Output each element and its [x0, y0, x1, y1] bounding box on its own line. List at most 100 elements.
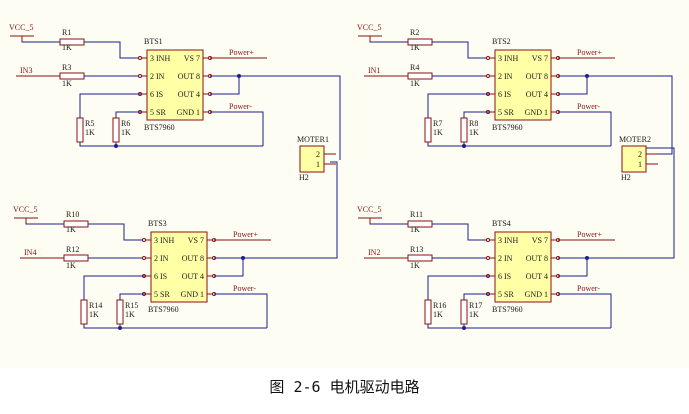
resistor-value: 1K: [85, 128, 95, 137]
resistor-value: 1K: [410, 79, 420, 88]
pin-label-left: 5 SR: [150, 108, 166, 117]
pin-label-left: 2 IN: [154, 254, 169, 263]
pin-end: [138, 56, 142, 60]
power-minus-label: Power-: [229, 102, 252, 111]
pin-label-right: GND 1: [177, 108, 200, 117]
pin-label-left: 3 INH: [498, 236, 518, 245]
ic-part-number: BTS7960: [492, 123, 523, 132]
resistor-designator: R4: [410, 63, 419, 72]
out4-wire: [558, 76, 588, 95]
gnd-rail: [79, 142, 263, 147]
resistor-value: 1K: [433, 310, 443, 319]
figure-caption: 图 2-6 电机驱动电路: [269, 378, 420, 396]
resistor-designator: R14: [89, 301, 102, 310]
resistor-designator: R3: [62, 63, 71, 72]
pin-label-left: 3 INH: [498, 54, 518, 63]
pin-label-left: 2 IN: [150, 72, 165, 81]
power-minus-label: Power-: [233, 284, 256, 293]
pin-label-right: OUT 8: [526, 72, 548, 81]
inh-wire: [432, 223, 489, 241]
motor-body: [621, 145, 647, 173]
vcc-wire: [25, 218, 64, 225]
resistor-body: [80, 299, 88, 325]
power-plus-label: Power+: [229, 48, 254, 57]
resistor-body: [460, 117, 468, 143]
power-minus-label: Power-: [577, 284, 600, 293]
resistor-value: 1K: [410, 261, 420, 270]
pin-label-left: 2 IN: [498, 72, 513, 81]
motor-pin-label: 2: [316, 150, 320, 159]
out4-wire: [214, 258, 244, 277]
pin-end: [486, 256, 490, 260]
vcc-wire: [369, 218, 408, 225]
pin-label-right: OUT 4: [182, 272, 204, 281]
resistor-value: 1K: [469, 128, 479, 137]
resistor-designator: R1: [62, 28, 71, 37]
pin-label-right: VS 7: [532, 236, 548, 245]
resistor-designator: R6: [121, 119, 130, 128]
resistor-body: [76, 117, 84, 143]
pin-label-left: 6 IS: [154, 272, 167, 281]
vcc-wire: [21, 36, 60, 43]
pin-label-right: VS 7: [184, 54, 200, 63]
pin-end: [142, 256, 146, 260]
resistor-designator: R7: [433, 119, 442, 128]
ic-designator: BTS3: [148, 219, 167, 228]
pin-label-right: OUT 8: [178, 72, 200, 81]
out4-wire: [210, 76, 240, 95]
inh-wire: [88, 223, 145, 241]
resistor-designator: R11: [410, 210, 423, 219]
ic-body: [494, 231, 552, 303]
resistor-value: 1K: [89, 310, 99, 319]
resistor-designator: R8: [469, 119, 478, 128]
vcc-label: VCC_5: [357, 23, 381, 32]
motor-name: MOTER1: [297, 135, 329, 144]
resistor-value: 1K: [62, 79, 72, 88]
input-label: IN3: [20, 66, 32, 75]
junction-dot: [114, 144, 118, 148]
power-minus-net: [558, 293, 612, 328]
pin-label-right: OUT 8: [526, 254, 548, 263]
resistor-designator: R15: [125, 301, 138, 310]
power-minus-net: [210, 111, 264, 146]
resistor-designator: R16: [433, 301, 446, 310]
resistor-body: [460, 299, 468, 325]
resistor-value: 1K: [121, 128, 131, 137]
ic-part-number: BTS7960: [148, 305, 179, 314]
pin-label-right: OUT 8: [182, 254, 204, 263]
pin-label-right: GND 1: [525, 108, 548, 117]
is-wire: [427, 275, 489, 300]
motor-pin-label: 1: [638, 160, 642, 169]
motor-feed: [239, 75, 341, 160]
resistor-value: 1K: [125, 310, 135, 319]
pin-label-left: 6 IS: [498, 90, 511, 99]
resistor-designator: R13: [410, 245, 423, 254]
resistor-designator: R12: [66, 245, 79, 254]
motor-body: [299, 145, 325, 173]
resistor-value: 1K: [66, 225, 76, 234]
resistor-body: [424, 299, 432, 325]
motor-feed: [587, 147, 675, 259]
is-wire: [79, 93, 141, 118]
pin-end: [486, 238, 490, 242]
power-plus-label: Power+: [577, 230, 602, 239]
resistor-designator: R10: [66, 210, 79, 219]
pin-label-left: 3 INH: [150, 54, 170, 63]
vcc-label: VCC_5: [9, 23, 33, 32]
resistor-body: [116, 299, 124, 325]
vcc-label: VCC_5: [13, 205, 37, 214]
gnd-rail: [83, 324, 267, 329]
is-wire: [83, 275, 145, 300]
resistor-designator: R17: [469, 301, 482, 310]
pin-label-right: OUT 4: [178, 90, 200, 99]
motor-feed: [243, 161, 338, 259]
gnd-rail: [427, 142, 611, 147]
vcc-label: VCC_5: [357, 205, 381, 214]
pin-label-left: 5 SR: [154, 290, 170, 299]
ic-designator: BTS1: [144, 37, 163, 46]
